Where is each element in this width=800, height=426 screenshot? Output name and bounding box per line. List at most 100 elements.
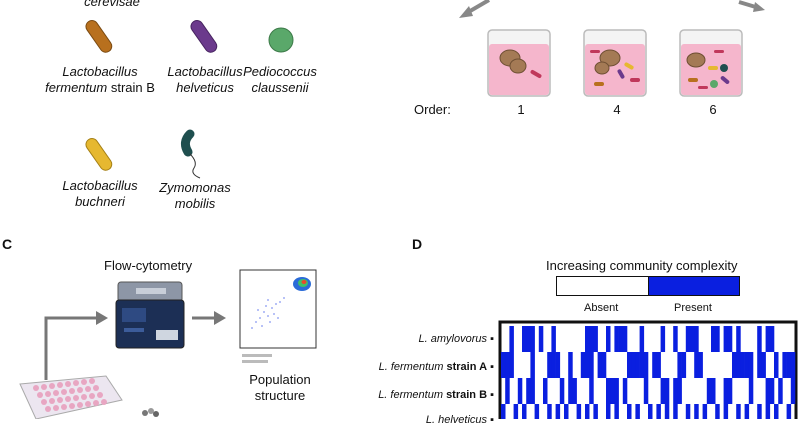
matrix-cell-present [740,352,745,378]
matrix-cell-present [543,378,548,404]
matrix-cell-present [509,326,514,352]
cytometry-scatter-plot [239,269,317,363]
matrix-cell-present [606,404,611,419]
matrix-cell-present [685,404,691,419]
lactobacillus-buchneri-icon [85,138,113,171]
matrix-cell-present [673,326,678,352]
matrix-cell-present [656,404,661,419]
matrix-cell-present [538,326,544,352]
matrix-cell-present [505,352,510,378]
matrix-cell-present [564,404,569,419]
matrix-cell-present [677,352,682,378]
matrix-cell-present [690,326,695,352]
matrix-cell-present [765,326,771,352]
matrix-cell-present [643,352,649,378]
matrix-cell-present [790,352,796,378]
matrix-cell-present [790,378,796,404]
matrix-cell-present [501,404,506,419]
legend-present: Present [674,302,712,314]
matrix-cell-present [509,352,514,378]
absent-swatch [557,277,649,295]
panel-d-letter: D [412,236,423,252]
matrix-cell-present [681,352,687,378]
organism-label-pediococcus: Pediococcus claussenii [243,64,317,95]
matrix-cell-present [723,378,729,404]
matrix-cell-present [585,352,590,378]
matrix-cell-present [778,378,783,404]
matrix-cell-present [589,378,594,404]
matrix-cell-present [547,352,552,378]
matrix-cell-present [660,378,666,404]
organism-label-helveticus: Lactobacillus helveticus [167,64,243,95]
matrix-cell-present [568,352,573,378]
matrix-cell-present [715,326,720,352]
matrix-cell-present [622,378,628,404]
matrix-cell-present [589,326,594,352]
present-swatch [648,277,739,295]
matrix-cell-present [639,326,645,352]
flow-cytometry-label: Flow-cytometry [104,258,193,273]
matrix-cell-present [568,378,573,404]
matrix-cell-present [757,404,762,419]
matrix-cell-present [589,352,594,378]
beaker-order-6 [679,29,743,97]
matrix-cell-present [593,404,598,419]
order-value-1: 1 [517,102,525,117]
matrix-cell-present [576,404,582,419]
matrix-cell-present [732,352,737,378]
matrix-cell-present [522,326,527,352]
matrix-cell-present [505,378,510,404]
complexity-title: Increasing community complexity [546,258,738,273]
complexity-bar [556,276,740,296]
matrix-cell-present [673,378,678,404]
matrix-cell-present [698,352,703,378]
organism-label-fermentum-b: Lactobacillus fermentum strain B [45,64,155,95]
matrix-cell-present [526,378,531,404]
matrix-cell-present [748,378,754,404]
matrix-cell-present [765,378,771,404]
matrix-cell-present [614,404,619,419]
matrix-cell-present [736,404,741,419]
matrix-cell-present [786,404,792,419]
presence-matrix [498,320,798,419]
matrix-cell-present [517,378,523,404]
matrix-cell-present [513,404,519,419]
matrix-cell-present [664,404,670,419]
matrix-cell-present [673,404,678,419]
lactobacillus-fermentum-icon [85,20,113,53]
organism-label-buchneri: Lactobacillus buchneri [62,178,138,209]
matrix-cell-present [627,404,632,419]
matrix-cell-present [744,352,750,378]
matrix-cell-present [606,326,611,352]
matrix-cell-present [727,378,733,404]
matrix-cell-present [748,352,754,378]
matrix-cell-present [774,404,779,419]
flow-arrows [44,311,226,380]
matrix-cell-present [736,326,741,352]
matrix-cell-present [631,352,636,378]
matrix-cell-present [635,404,640,419]
beaker-order-4 [583,29,647,97]
matrix-cell-present [660,326,666,352]
matrix-cell-present [610,378,615,404]
matrix-cell-present [559,378,565,404]
matrix-cell-present [769,378,775,404]
cells-icon [142,408,159,417]
matrix-cell-present [757,352,762,378]
matrix-cell-present [555,404,561,419]
matrix-cell-present [769,326,775,352]
population-structure-label: Population structure [249,372,311,403]
flow-cytometer-icon [115,281,185,349]
matrix-cell-present [711,378,716,404]
matrix-cell-present [572,378,577,404]
matrix-cell-present [694,326,699,352]
matrix-cell-present [547,404,552,419]
pediococcus-claussenii-icon [268,27,294,53]
matrix-cell-present [736,352,741,378]
matrix-cell-present [727,326,733,352]
arrow-right-icon [738,0,765,12]
matrix-cell-present [786,352,792,378]
matrix-cell-present [551,326,556,352]
matrix-cell-present [585,404,590,419]
matrix-cell-present [652,352,657,378]
